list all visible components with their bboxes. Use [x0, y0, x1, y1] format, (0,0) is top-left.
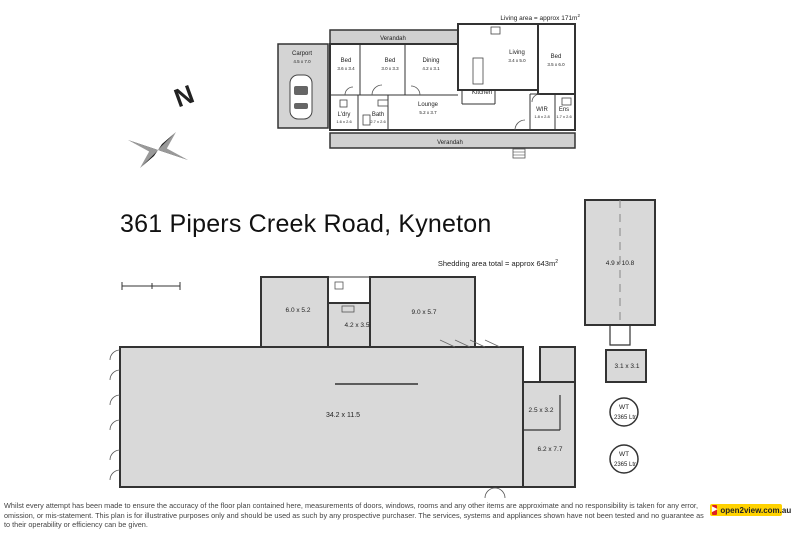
- verandah-top-label: Verandah: [380, 36, 406, 42]
- open2view-logo-text: open2view.com.au: [720, 505, 792, 515]
- ens-dims: 1.7 x 2.6: [556, 114, 572, 119]
- bath-label: Bath: [372, 112, 384, 118]
- open2view-logo[interactable]: ▶ open2view.com.au: [710, 504, 791, 516]
- bed1-label: Bed: [341, 58, 352, 64]
- bed2-label: Bed: [385, 58, 396, 64]
- main-shed-dims: 34.2 x 11.5: [326, 412, 360, 419]
- lounge-label: Lounge: [418, 102, 439, 108]
- room-c-dims: 9.0 x 5.7: [412, 309, 437, 316]
- room-d-dims: 2.5 x 3.2: [529, 407, 554, 414]
- verandah-bottom: [329, 132, 576, 149]
- tank1-label: WT: [619, 404, 629, 411]
- bed1-dims: 3.6 x 3.4: [337, 66, 355, 71]
- shedding-plan: Shedding area total = approx 643m2: [109, 199, 656, 499]
- lounge-dims: 5.2 x 3.7: [419, 110, 437, 115]
- disclaimer-text: Whilst every attempt has been made to en…: [4, 501, 704, 530]
- scale-bar: [121, 282, 181, 290]
- water-tank-1: [609, 397, 639, 427]
- dining-label: Dining: [422, 58, 439, 64]
- north-label: N: [170, 79, 198, 114]
- room-3-1x3-1: [605, 349, 647, 383]
- bed3-label: Bed: [551, 54, 562, 60]
- shedding-area-label: Shedding area total = approx 643m2: [438, 259, 558, 268]
- water-tank-2: [609, 444, 639, 474]
- kitchen-label: Kitchen: [472, 90, 492, 96]
- tank2-label: WT: [619, 451, 629, 458]
- bed-room-3: [537, 23, 576, 95]
- room-annex: [522, 381, 576, 488]
- carport-dims: 4.5 x 7.0: [293, 59, 311, 64]
- open2view-logo-icon: ▶: [712, 505, 718, 515]
- bath-dims: 2.7 x 2.6: [370, 119, 386, 124]
- room-e-dims: 6.2 x 7.7: [538, 446, 563, 453]
- verandah-bottom-label: Verandah: [437, 140, 463, 146]
- dining-dims: 4.2 x 3.1: [422, 66, 440, 71]
- car-icon: [289, 74, 313, 120]
- bed3-dims: 3.5 x 6.0: [547, 62, 565, 67]
- living-area-label: Living area = approx 171m2: [500, 13, 580, 22]
- small-shed-dims: 3.1 x 3.1: [615, 363, 640, 370]
- ldry-label: L'dry: [338, 112, 351, 118]
- shed-tall-dims: 4.9 x 10.8: [606, 260, 635, 267]
- room-b-dims: 4.2 x 3.5: [345, 322, 370, 329]
- north-arrow-icon: N: [128, 79, 198, 168]
- floor-plan: Living area = approx 171m2 Verandah Vera…: [109, 13, 656, 499]
- wir-dims: 1.8 x 2.8: [534, 114, 550, 119]
- ens-label: Ens: [559, 107, 569, 113]
- bed2-dims: 3.0 x 3.3: [381, 66, 399, 71]
- kitchen-bench: [472, 57, 484, 85]
- tank1-capacity: 2365 Ltr: [614, 415, 636, 421]
- living-label: Living: [509, 50, 525, 56]
- house-plan: Living area = approx 171m2 Verandah Vera…: [277, 13, 580, 159]
- property-address-title: 361 Pipers Creek Road, Kyneton: [120, 210, 492, 238]
- carport-label: Carport: [292, 51, 312, 57]
- tank2-capacity: 2365 Ltr: [614, 462, 636, 468]
- room-a-dims: 6.0 x 5.2: [286, 307, 311, 314]
- ldry-dims: 1.6 x 2.6: [336, 119, 352, 124]
- main-shed: [119, 346, 524, 488]
- wir-label: WIR: [536, 107, 548, 113]
- room-annex-top: [539, 346, 576, 383]
- living-dims: 3.4 x 5.0: [508, 58, 526, 63]
